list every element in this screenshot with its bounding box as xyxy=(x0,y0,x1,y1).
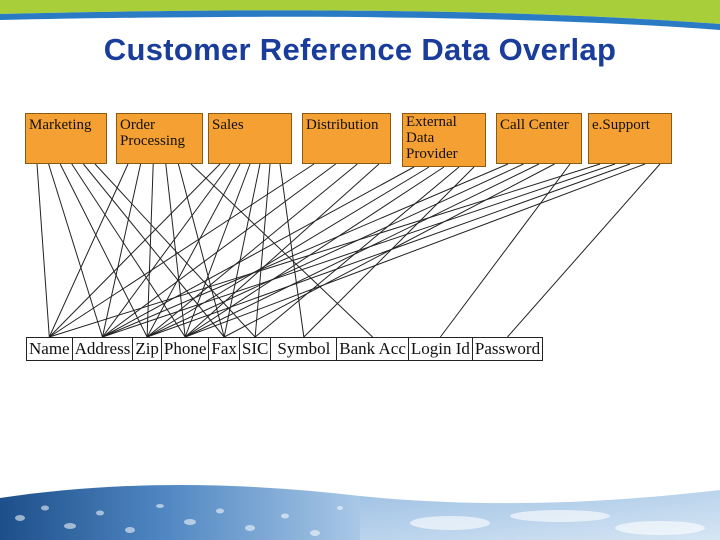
link-external-data-provider-address xyxy=(102,166,415,338)
attr-password: Password xyxy=(471,337,544,361)
link-order-processing-fax xyxy=(177,163,225,338)
attr-address: Address xyxy=(71,337,134,361)
link-marketing-name xyxy=(36,163,50,338)
dept-call-center: Call Center xyxy=(496,113,582,164)
link-call-center-zip xyxy=(146,163,524,338)
link-distribution-phone xyxy=(184,163,380,338)
attr-fax: Fax xyxy=(208,337,240,361)
attr-bank-acc: Bank Acc xyxy=(336,337,409,361)
link-sales-sic xyxy=(254,163,271,338)
link-sales-address xyxy=(102,163,231,338)
attr-phone: Phone xyxy=(160,337,210,361)
link-distribution-name xyxy=(49,163,315,338)
dept-distribution: Distribution xyxy=(302,113,391,164)
dept-sales: Sales xyxy=(208,113,292,164)
link-call-center-address xyxy=(102,163,509,338)
link-sales-zip xyxy=(146,163,241,338)
attr-login-id: Login Id xyxy=(407,337,473,361)
link-order-processing-name xyxy=(48,163,129,338)
dept-order-processing: Order Processing xyxy=(116,113,203,164)
header-swoosh-decoration xyxy=(0,0,720,31)
link-sales-name xyxy=(48,163,221,338)
link-marketing-zip xyxy=(59,163,148,338)
link-sales-phone xyxy=(184,163,251,338)
link-external-data-provider-symbol xyxy=(303,166,475,338)
attr-name: Name xyxy=(26,337,73,361)
link-esupport-address xyxy=(102,163,616,338)
attr-sic: SIC xyxy=(238,337,272,361)
page-title: Customer Reference Data Overlap xyxy=(103,32,617,67)
attr-symbol: Symbol xyxy=(270,337,338,361)
link-order-processing-address xyxy=(101,163,142,338)
link-external-data-provider-sic xyxy=(254,166,460,338)
link-esupport-password xyxy=(507,163,661,338)
link-sales-fax xyxy=(223,163,261,338)
attribute-row: Name Address Zip Phone Fax SIC Symbol Ba… xyxy=(26,337,544,361)
dept-esupport: e.Support xyxy=(588,113,672,164)
link-distribution-zip xyxy=(146,163,358,338)
link-esupport-phone xyxy=(184,163,646,338)
dept-external-data-provider: External Data Provider xyxy=(402,113,486,167)
footer-water-sky-decoration xyxy=(0,485,720,540)
link-external-data-provider-phone xyxy=(184,166,445,338)
link-call-center-phone xyxy=(184,163,540,338)
dept-marketing: Marketing xyxy=(25,113,107,164)
link-external-data-provider-zip xyxy=(146,166,430,338)
link-marketing-phone xyxy=(71,163,186,338)
link-esupport-name xyxy=(49,163,601,338)
link-sales-symbol xyxy=(279,163,305,338)
link-esupport-zip xyxy=(146,163,631,338)
link-order-processing-zip xyxy=(146,163,154,338)
link-marketing-fax xyxy=(83,163,225,338)
attr-zip: Zip xyxy=(132,337,162,361)
